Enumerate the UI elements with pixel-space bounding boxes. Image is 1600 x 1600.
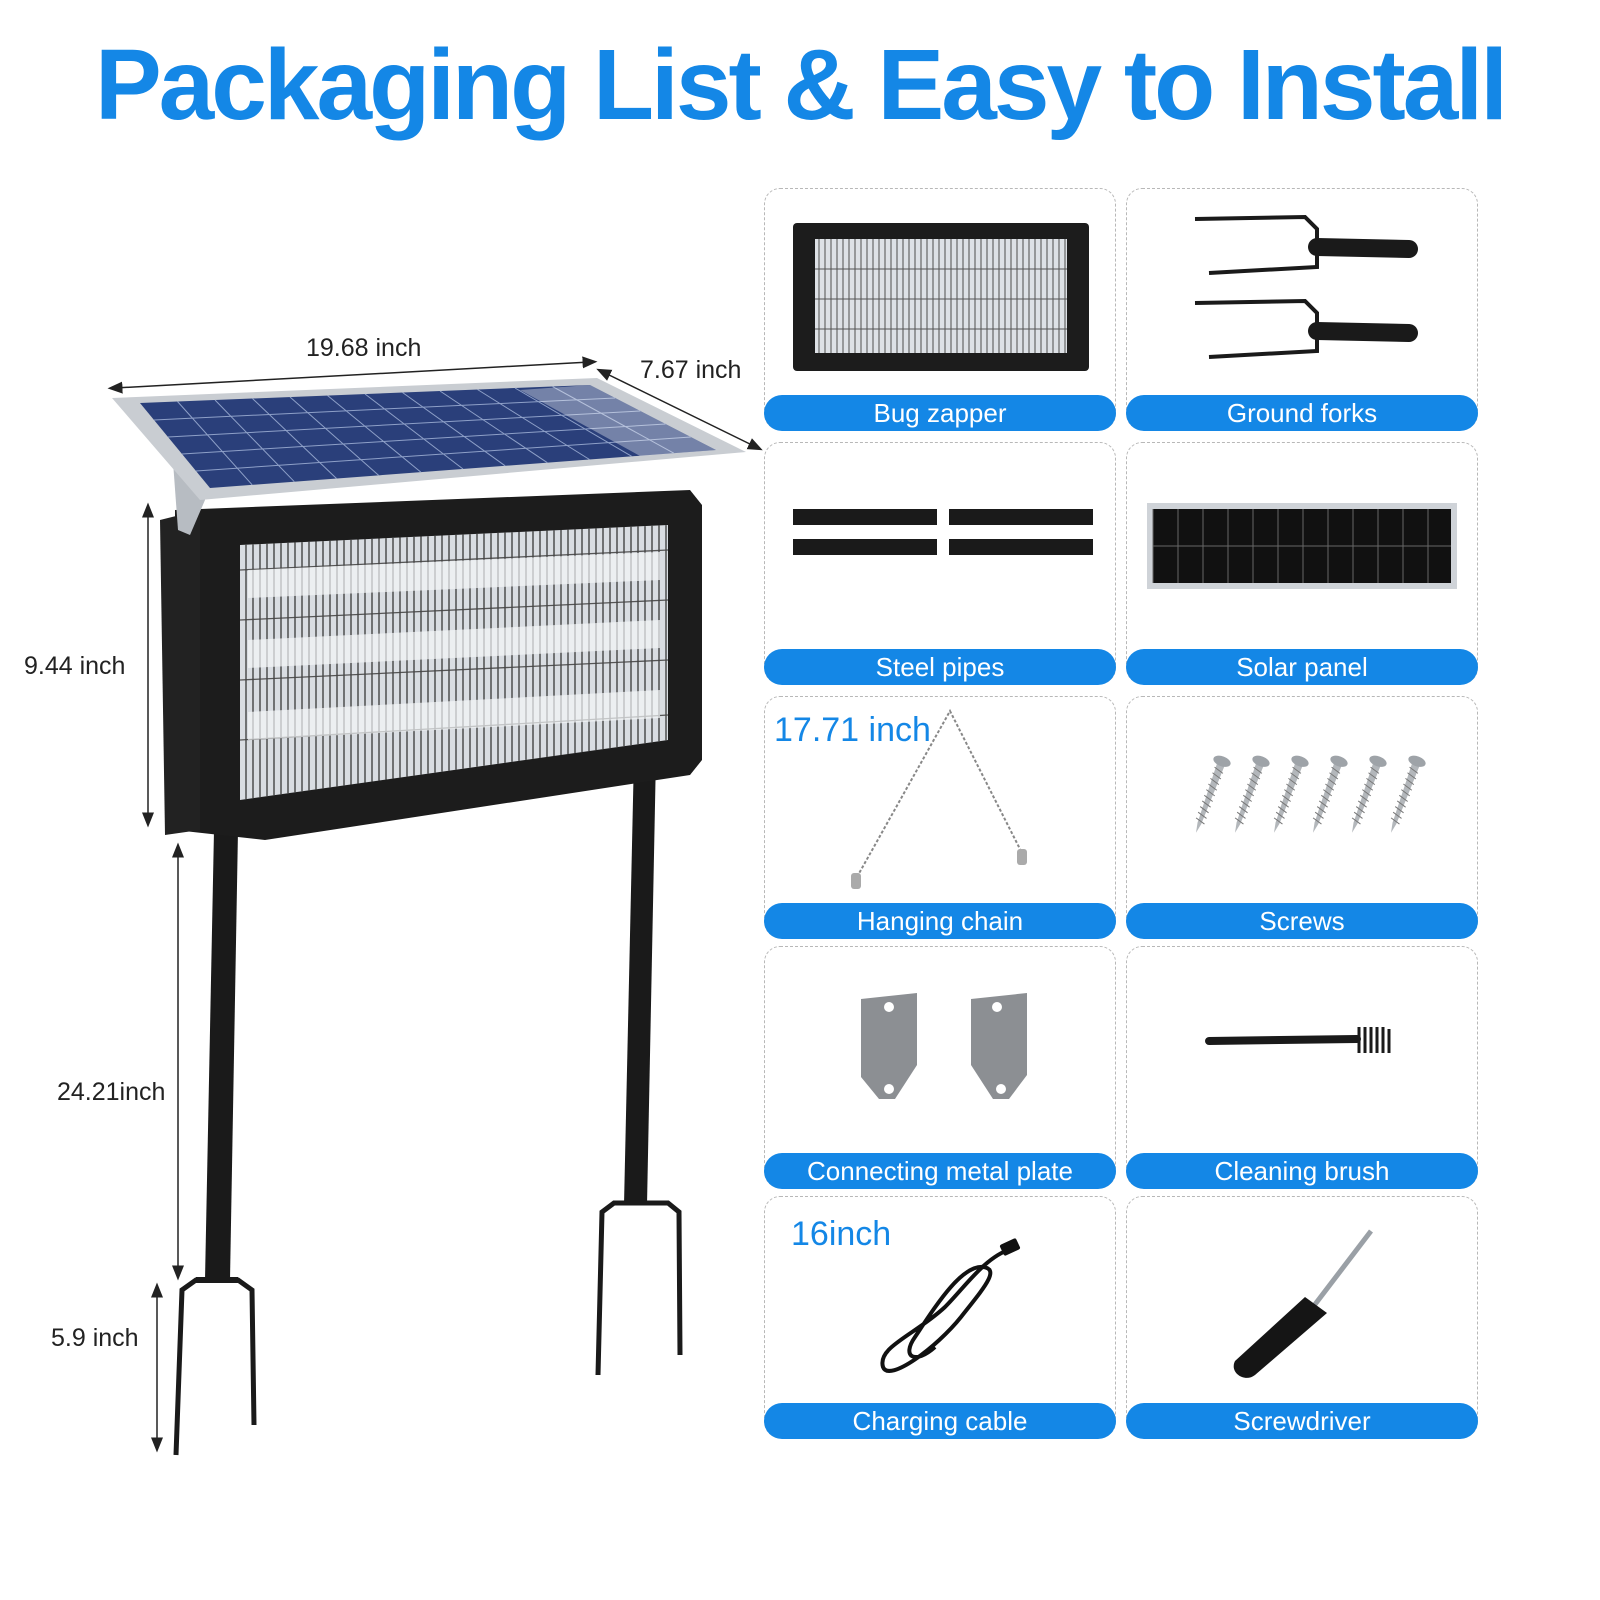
item-card-charging-cable: 16inch Charging cable: [764, 1196, 1116, 1439]
item-card-ground-forks: Ground forks: [1126, 188, 1478, 431]
item-label: Steel pipes: [764, 649, 1116, 685]
depth-dimension: 7.67 inch: [640, 356, 742, 384]
cable-length-dimension: 16inch: [791, 1215, 892, 1253]
screws-icon: [1195, 755, 1426, 833]
item-card-screwdriver: Screwdriver: [1126, 1196, 1478, 1439]
hanging-chain-icon: [851, 708, 1027, 889]
item-card-steel-pipes: Steel pipes: [764, 442, 1116, 685]
item-card-screws: Screws: [1126, 696, 1478, 939]
width-dimension: 19.68 inch: [306, 334, 422, 362]
item-card-hanging-chain: 17.71 inch Hanging chain: [764, 696, 1116, 939]
screw-icon: [1234, 755, 1270, 833]
item-card-solar-panel: Solar panel: [1126, 442, 1478, 685]
screw-icon: [1351, 755, 1387, 833]
fork-length-dimension: 5.9 inch: [51, 1324, 139, 1352]
screw-icon: [1390, 755, 1426, 833]
item-card-cleaning-brush: Cleaning brush: [1126, 946, 1478, 1189]
height-dimension: 9.44 inch: [24, 652, 126, 680]
item-label: Solar panel: [1126, 649, 1478, 685]
screw-icon: [1195, 755, 1231, 833]
item-label: Hanging chain: [764, 903, 1116, 939]
steel-pipes-icon: [793, 509, 1093, 555]
screwdriver-icon: [1233, 1229, 1373, 1378]
screw-icon: [1312, 755, 1348, 833]
cleaning-brush-icon: [1205, 1027, 1391, 1053]
solar-panel-icon: [1147, 503, 1457, 589]
page-title: Packaging List & Easy to Install: [94, 29, 1508, 141]
screw-icon: [1273, 755, 1309, 833]
item-label: Screws: [1126, 903, 1478, 939]
chain-length-dimension: 17.71 inch: [774, 711, 931, 749]
product-illustration: [107, 356, 763, 1456]
item-label: Ground forks: [1126, 395, 1478, 431]
item-label: Bug zapper: [764, 395, 1116, 431]
item-label: Screwdriver: [1126, 1403, 1478, 1439]
metal-plate-icon: [861, 993, 1027, 1099]
item-label: Charging cable: [764, 1403, 1116, 1439]
item-card-bug-zapper: Bug zapper: [764, 188, 1116, 431]
bug-zapper-icon: [793, 223, 1089, 371]
pole-length-dimension: 24.21inch: [57, 1078, 166, 1106]
charging-cable-icon: [880, 1238, 1021, 1373]
ground-forks-icon: [1194, 214, 1418, 359]
item-label: Cleaning brush: [1126, 1153, 1478, 1189]
item-label: Connecting metal plate: [764, 1153, 1116, 1189]
item-card-metal-plate: Connecting metal plate: [764, 946, 1116, 1189]
